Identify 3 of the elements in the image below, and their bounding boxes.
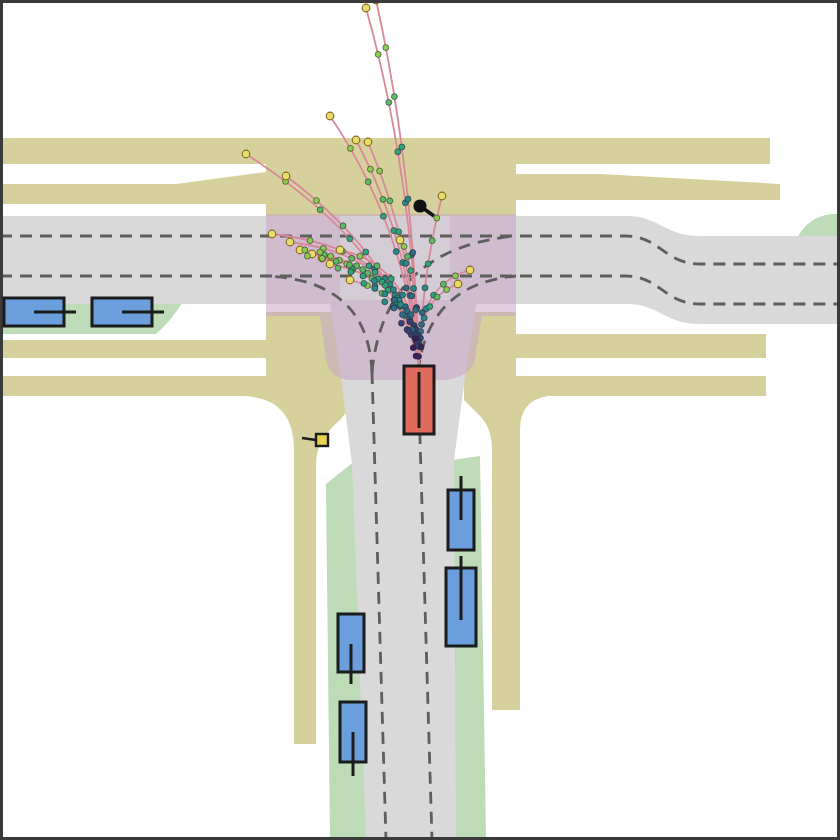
vehicle-box bbox=[402, 364, 436, 436]
vehicle-box bbox=[336, 612, 366, 684]
vehicle-box bbox=[338, 700, 368, 776]
